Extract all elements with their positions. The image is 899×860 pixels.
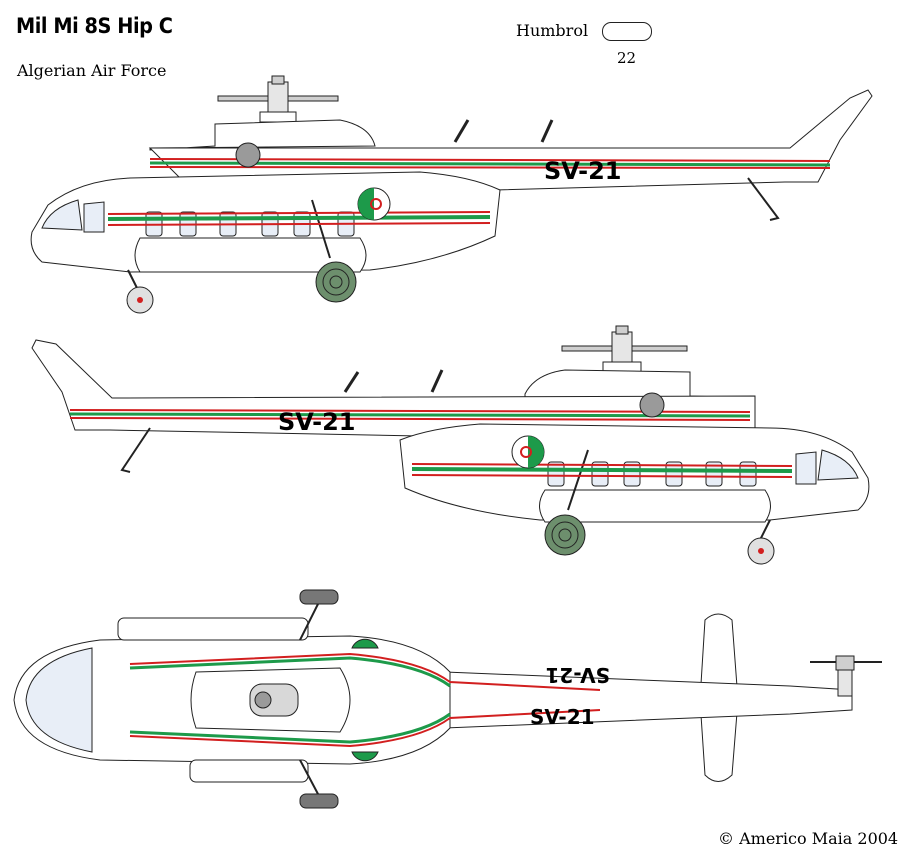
paint-brand-label: Humbrol	[516, 21, 589, 40]
page-title: Mil Mi 8S Hip C	[16, 14, 173, 38]
engine-cowling	[149, 119, 376, 151]
fuel-tank-bottom	[189, 759, 309, 783]
cockpit-window	[41, 199, 83, 231]
tail-boom-plan	[444, 671, 853, 729]
main-wheel-bottom	[299, 793, 339, 809]
serial-number-top-mirror: SV-21	[545, 663, 610, 687]
plan-stripes	[129, 652, 601, 748]
nose-wheel-left	[747, 537, 775, 565]
serial-number-top: SV-21	[530, 705, 595, 729]
cockpit-window-left	[817, 449, 859, 481]
serial-number-left: SV-21	[278, 408, 355, 436]
main-rotor-head-left	[561, 325, 688, 373]
main-wheel-left	[544, 514, 586, 556]
fuel-tank	[134, 237, 367, 273]
paint-code: 22	[617, 49, 637, 67]
serial-number-right: SV-21	[544, 157, 621, 185]
roundel-top-icon	[351, 638, 379, 762]
fuel-tank-top	[117, 617, 309, 641]
main-wheel-top	[299, 589, 339, 605]
fuselage-stripes	[107, 158, 831, 226]
author-credit: © Americo Maia 2004	[718, 829, 899, 848]
main-rotor-head	[217, 75, 339, 123]
fuselage-stripes-left	[69, 409, 793, 478]
nose-glazing	[25, 647, 93, 753]
fuel-tank-left	[539, 489, 771, 523]
algerian-roundel-left-icon	[511, 435, 545, 469]
cockpit-window-left-2	[795, 451, 817, 485]
air-force-subtitle: Algerian Air Force	[17, 61, 167, 80]
main-wheel	[315, 261, 357, 303]
paint-swatch	[602, 22, 652, 41]
nose-wheel	[126, 286, 154, 314]
cockpit-window-2	[83, 201, 105, 233]
algerian-roundel-icon	[357, 187, 391, 221]
